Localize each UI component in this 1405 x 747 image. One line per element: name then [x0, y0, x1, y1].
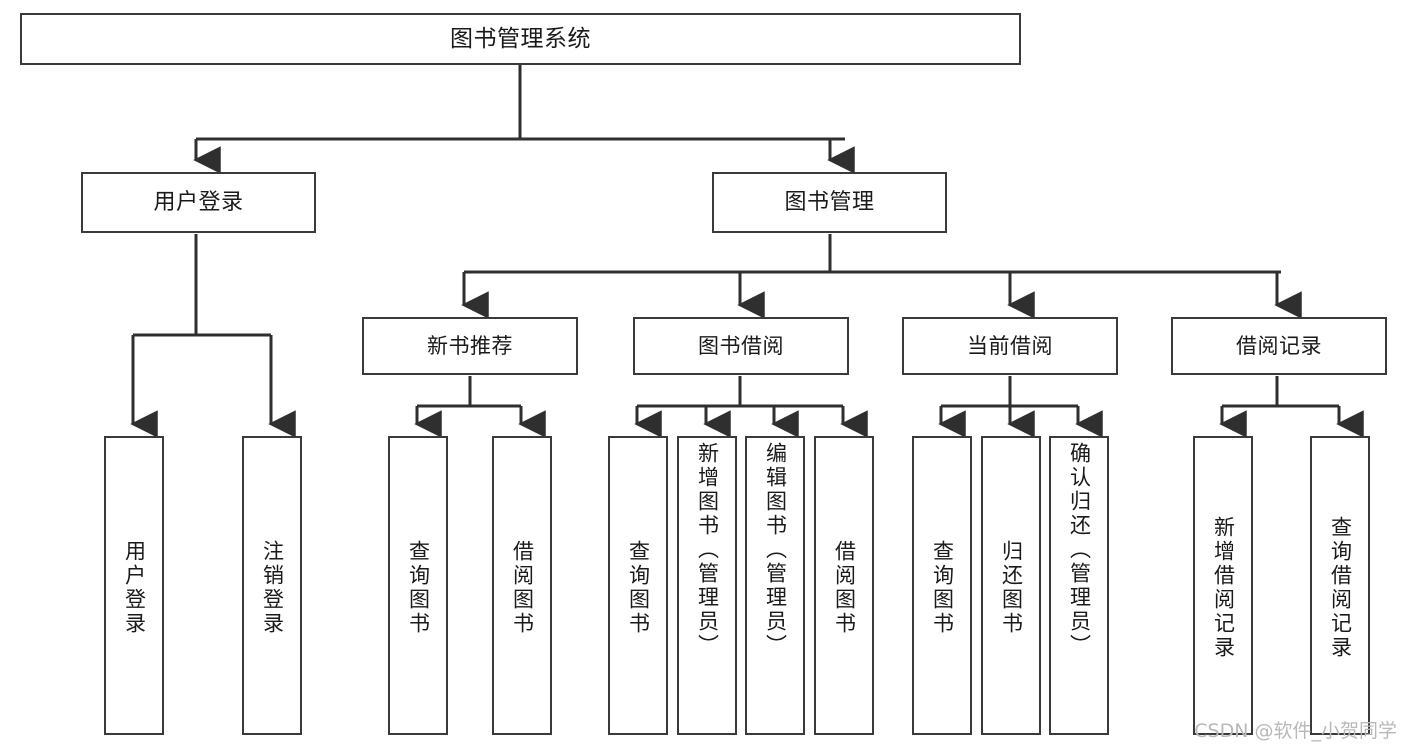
leaf-add-book-admin[interactable]: 新增图书（管理员）: [677, 436, 737, 735]
node-label: 新增图书（管理员）: [695, 442, 720, 658]
leaf-query-book-current[interactable]: 查询图书: [912, 436, 972, 735]
node-root-book-management-system[interactable]: 图书管理系统: [20, 13, 1021, 65]
leaf-query-borrow-record[interactable]: 查询借阅记录: [1310, 436, 1370, 735]
node-label: 查询图书: [930, 539, 955, 636]
node-label: 用户登录: [153, 189, 244, 215]
node-label: 新增借阅记录: [1211, 515, 1236, 660]
leaf-user-logout[interactable]: 注销登录: [242, 436, 302, 735]
node-label: 新书推荐: [427, 333, 513, 358]
watermark-text: CSDN @软件_小贺同学: [1194, 720, 1397, 742]
node-label: 确认归还（管理员）: [1067, 442, 1092, 658]
node-label: 图书管理系统: [450, 25, 591, 52]
node-book-management[interactable]: 图书管理: [712, 172, 947, 233]
node-label: 编辑图书（管理员）: [763, 442, 788, 658]
node-label: 查询图书: [626, 539, 651, 636]
node-book-borrow[interactable]: 图书借阅: [633, 317, 849, 375]
node-label: 查询图书: [406, 539, 431, 636]
leaf-borrow-book-borrow[interactable]: 借阅图书: [814, 436, 874, 735]
node-label: 借阅图书: [510, 539, 535, 636]
leaf-query-book-recommend[interactable]: 查询图书: [388, 436, 448, 735]
node-label: 查询借阅记录: [1328, 515, 1353, 660]
leaf-user-login[interactable]: 用户登录: [104, 436, 164, 735]
node-label: 图书管理: [784, 189, 875, 215]
node-label: 注销登录: [260, 539, 285, 636]
node-user-login[interactable]: 用户登录: [81, 172, 316, 233]
leaf-edit-book-admin[interactable]: 编辑图书（管理员）: [745, 436, 805, 735]
node-label: 归还图书: [999, 539, 1024, 636]
leaf-add-borrow-record[interactable]: 新增借阅记录: [1193, 436, 1253, 735]
node-label: 当前借阅: [967, 333, 1053, 358]
node-label: 用户登录: [122, 539, 147, 636]
leaf-query-book-borrow[interactable]: 查询图书: [608, 436, 668, 735]
leaf-confirm-return-admin[interactable]: 确认归还（管理员）: [1049, 436, 1109, 735]
leaf-return-book[interactable]: 归还图书: [981, 436, 1041, 735]
leaf-borrow-book-recommend[interactable]: 借阅图书: [492, 436, 552, 735]
node-label: 借阅记录: [1236, 333, 1322, 358]
node-current-borrow[interactable]: 当前借阅: [902, 317, 1118, 375]
node-new-book-recommend[interactable]: 新书推荐: [362, 317, 578, 375]
node-label: 图书借阅: [698, 333, 784, 358]
node-label: 借阅图书: [832, 539, 857, 636]
node-borrow-record[interactable]: 借阅记录: [1171, 317, 1387, 375]
